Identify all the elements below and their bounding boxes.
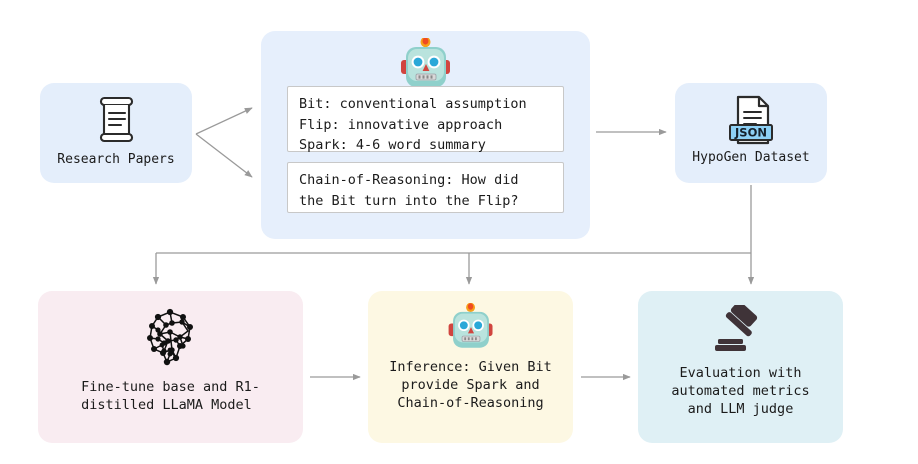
node-research-papers-label: Research Papers: [57, 152, 175, 167]
node-finetune-label: Fine-tune base and R1- distilled LLaMA M…: [81, 379, 260, 413]
json-badge-text: JSON: [734, 126, 767, 140]
neural-network-brain-icon: [136, 305, 206, 371]
robot-icon: [397, 38, 455, 92]
node-evaluation-label: Evaluation with automated metrics and LL…: [671, 365, 810, 417]
gavel-icon: [709, 305, 773, 357]
node-inference-label: Inference: Given Bit provide Spark and C…: [389, 359, 552, 411]
edge-papers-to-extraction-lower: [195, 133, 253, 178]
node-hypogen-dataset[interactable]: JSON HypoGen Dataset: [675, 83, 827, 183]
scroll-document-icon: [88, 93, 144, 147]
node-research-papers[interactable]: Research Papers: [40, 83, 192, 183]
json-file-icon: JSON: [725, 93, 777, 147]
node-finetune[interactable]: Fine-tune base and R1- distilled LLaMA M…: [38, 291, 303, 443]
triplet-card: Bit: conventional assumption Flip: innov…: [287, 86, 564, 153]
node-inference[interactable]: Inference: Given Bit provide Spark and C…: [368, 291, 573, 443]
robot-icon: [445, 303, 497, 353]
node-hypogen-dataset-label: HypoGen Dataset: [692, 150, 810, 165]
edge-papers-to-extraction-upper: [195, 107, 253, 135]
node-evaluation[interactable]: Evaluation with automated metrics and LL…: [638, 291, 843, 443]
chain-card: Chain-of-Reasoning: How did the Bit turn…: [287, 162, 564, 213]
node-extraction[interactable]: Bit: conventional assumption Flip: innov…: [261, 31, 590, 239]
